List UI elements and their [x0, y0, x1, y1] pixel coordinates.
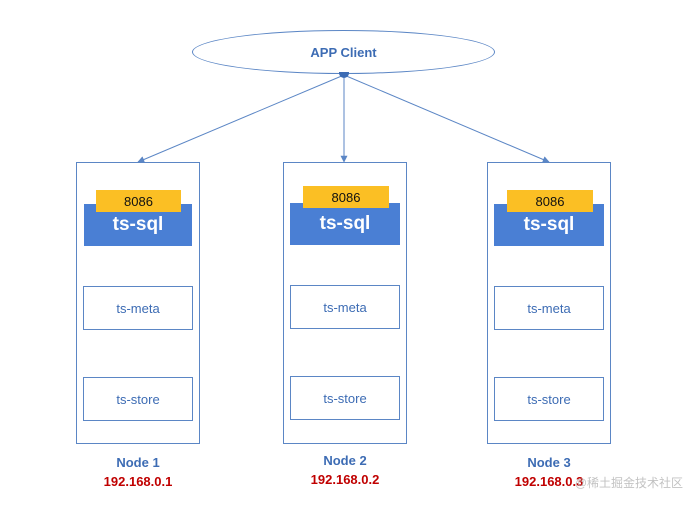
node-2-port-label: 8086 — [331, 189, 361, 205]
node-1-ts-meta-label: ts-meta — [116, 300, 160, 316]
node-3-ip: 192.168.0.3 — [514, 474, 584, 489]
app-client-label: APP Client — [310, 44, 377, 60]
node-2-ip: 192.168.0.2 — [310, 472, 380, 487]
node-1-port-label: 8086 — [124, 193, 153, 209]
node-1-ip: 192.168.0.1 — [103, 474, 173, 489]
watermark: @稀土掘金技术社区 — [574, 476, 683, 490]
node-2-ts-sql-label: ts-sql — [319, 213, 371, 234]
node-2-ts-meta-label: ts-meta — [323, 299, 367, 315]
node-2-ts-meta: ts-meta — [290, 285, 400, 329]
arrow-to-node-3 — [343, 74, 550, 163]
node-2-ts-store-label: ts-store — [323, 390, 367, 406]
app-client: APP Client — [192, 30, 495, 74]
node-1-port: 8086 — [96, 190, 181, 212]
node-3-ts-sql-label: ts-sql — [523, 214, 575, 235]
node-1-name: Node 1 — [116, 455, 160, 470]
arrow-to-node-1 — [137, 74, 345, 163]
node-2-ts-store: ts-store — [290, 376, 400, 420]
client-connector-dot — [339, 72, 349, 78]
node-1-ts-store: ts-store — [83, 377, 193, 421]
node-3-ts-meta-label: ts-meta — [527, 300, 571, 316]
node-3-ts-store-label: ts-store — [527, 391, 571, 407]
node-3-ts-meta: ts-meta — [494, 286, 604, 330]
node-3-port: 8086 — [507, 190, 593, 212]
node-2-name: Node 2 — [323, 453, 367, 468]
node-1-ts-meta: ts-meta — [83, 286, 193, 330]
node-1-ts-sql-label: ts-sql — [112, 214, 164, 235]
node-3-name: Node 3 — [527, 455, 571, 470]
node-1-ts-store-label: ts-store — [116, 391, 160, 407]
node-2-port: 8086 — [303, 186, 389, 208]
node-2-ts-sql: ts-sql — [290, 203, 400, 245]
node-3-port-label: 8086 — [535, 193, 565, 209]
node-3-ts-store: ts-store — [494, 377, 604, 421]
